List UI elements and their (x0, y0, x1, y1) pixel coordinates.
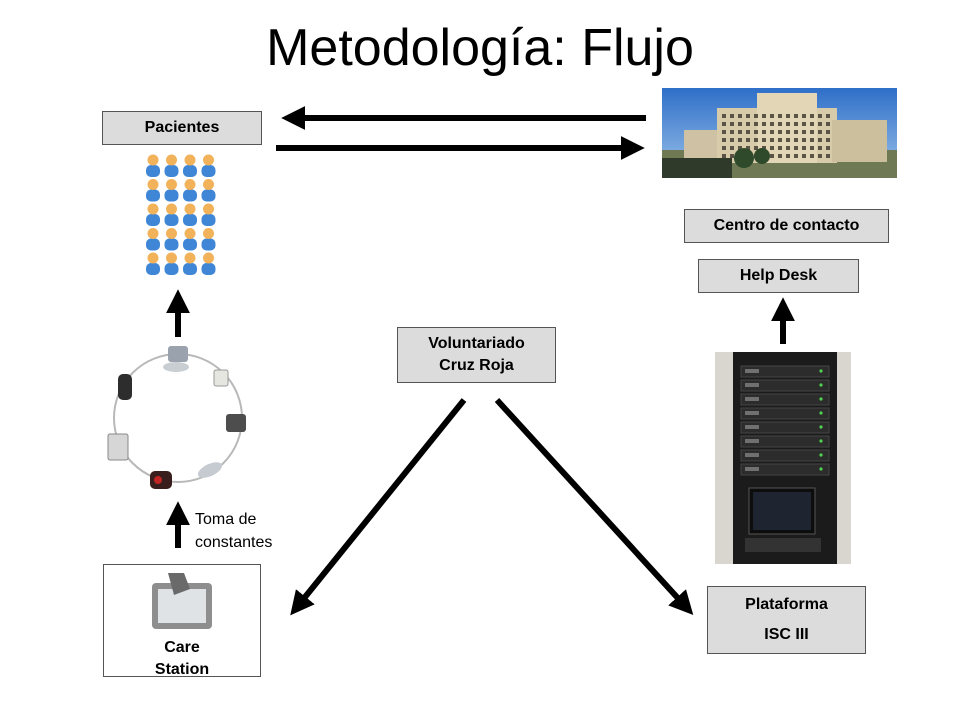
help-desk-label: Help Desk (739, 267, 818, 284)
care-station-box: Care Station (103, 564, 261, 678)
pacientes-box: Pacientes (102, 111, 262, 145)
toma-line-2: constantes (195, 534, 273, 551)
centro-contacto-box: Centro de contacto (684, 209, 889, 243)
toma-de-constantes-label: Toma de constantes (195, 508, 272, 554)
hospital-building-icon (662, 88, 897, 178)
voluntariado-line-2: Cruz Roja (439, 357, 514, 374)
care-station-device-icon (152, 573, 212, 629)
plataforma-box: Plataforma ISC III (707, 586, 866, 654)
server-rack-icon (715, 352, 851, 564)
toma-line-1: Toma de (195, 511, 257, 528)
page-title: Metodología: Flujo (266, 19, 694, 77)
voluntariado-line-1: Voluntariado (428, 335, 525, 352)
pacientes-label: Pacientes (144, 119, 220, 136)
plataforma-line-2: ISC III (764, 626, 809, 643)
arrow-voluntariado-to-care (290, 398, 467, 616)
centro-contacto-label: Centro de contacto (713, 217, 860, 234)
help-desk-box: Help Desk (698, 259, 859, 293)
care-line-1: Care (164, 639, 200, 656)
plataforma-line-1: Plataforma (745, 596, 828, 613)
server-rack-photo (715, 352, 851, 564)
voluntariado-box: Voluntariado Cruz Roja (397, 327, 556, 383)
care-station-label: Care Station (104, 637, 260, 681)
hospital-photo (662, 88, 897, 178)
care-line-2: Station (154, 661, 210, 678)
arrow-voluntariado-to-plataforma (494, 397, 694, 615)
